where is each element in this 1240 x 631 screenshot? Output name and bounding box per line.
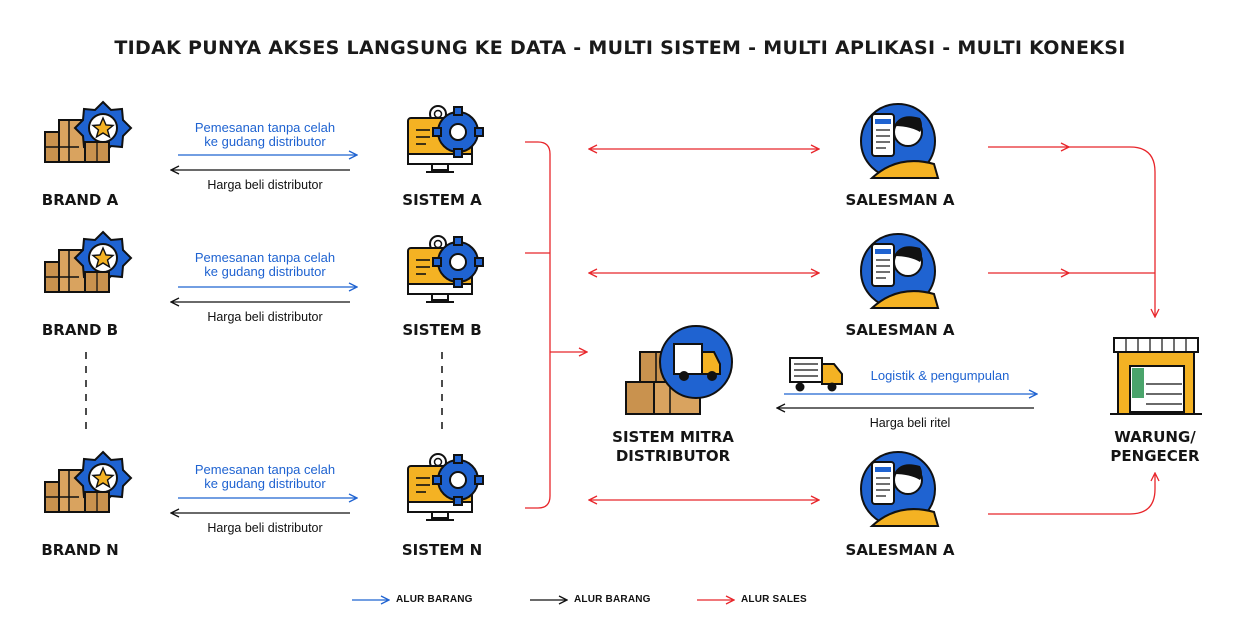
system-b-icon	[407, 235, 484, 303]
salesman-2-label: SALESMAN A	[845, 321, 955, 339]
brand-a-label: BRAND A	[41, 191, 119, 209]
distributor-icon	[625, 325, 733, 415]
retail-price-label: Harga beli ritel	[869, 416, 951, 430]
system-a-label: SISTEM A	[402, 191, 482, 209]
legend-blue-label: ALUR BARANG	[396, 594, 473, 605]
legend-black-label: ALUR BARANG	[574, 594, 651, 605]
order-text-b: Pemesanan tanpa celah ke gudang distribu…	[194, 250, 336, 279]
brand-n-icon	[44, 451, 132, 513]
brand-b-icon	[44, 231, 132, 293]
distributor-label-line1: SISTEM MITRA	[612, 428, 734, 446]
price-text-b: Harga beli distributor	[207, 310, 323, 324]
salesman-1-label: SALESMAN A	[845, 191, 955, 209]
distributor-salesman-arrows	[590, 149, 818, 500]
page-title: TIDAK PUNYA AKSES LANGSUNG KE DATA - MUL…	[114, 37, 1126, 59]
salesman-1-icon	[860, 103, 939, 179]
brand-system-arrows	[172, 155, 356, 513]
price-text-n: Harga beli distributor	[207, 521, 323, 535]
price-text-a: Harga beli distributor	[207, 178, 323, 192]
system-b-label: SISTEM B	[402, 321, 482, 339]
order-text-n: Pemesanan tanpa celah ke gudang distribu…	[194, 462, 336, 491]
legend-red-label: ALUR SALES	[741, 594, 807, 605]
salesman-3-label: SALESMAN A	[845, 541, 955, 559]
brand-n-label: BRAND N	[41, 541, 119, 559]
system-n-icon	[407, 453, 484, 521]
brand-a-icon	[44, 101, 132, 163]
logistics-label: Logistik & pengumpulan	[870, 368, 1010, 383]
system-n-label: SISTEM N	[401, 541, 483, 559]
retailer-shop-icon	[1110, 337, 1202, 415]
retailer-label-line1: WARUNG/	[1114, 428, 1196, 446]
systems-to-distributor-bracket	[525, 141, 586, 509]
system-a-icon	[407, 105, 484, 173]
salesman-2-icon	[860, 233, 939, 309]
logistics-truck-icon	[789, 357, 843, 392]
salesman-3-icon	[860, 451, 939, 527]
retailer-label-line2: PENGECER	[1110, 447, 1200, 465]
distributor-label-line2: DISTRIBUTOR	[615, 447, 731, 465]
brand-b-label: BRAND B	[41, 321, 119, 339]
order-text-a: Pemesanan tanpa celah ke gudang distribu…	[194, 120, 336, 149]
salesman-retailer-arrows	[988, 147, 1155, 515]
